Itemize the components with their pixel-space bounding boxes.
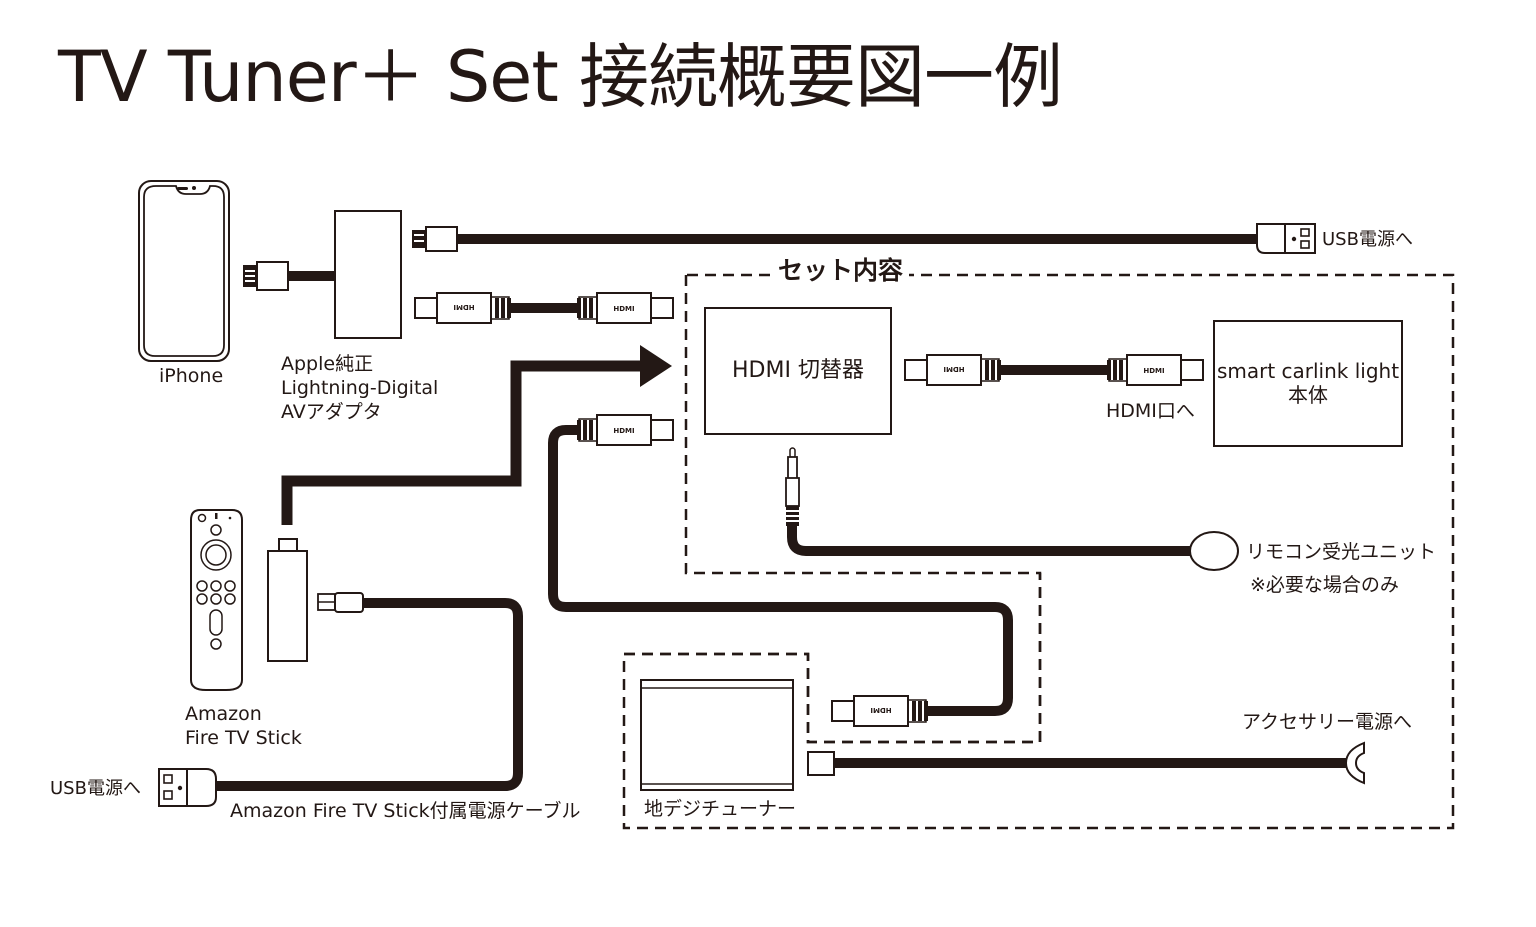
usb-power-label-bottom: USB電源へ <box>50 778 141 799</box>
hdmi-cable-adapter <box>414 292 674 324</box>
accessory-power-cable <box>807 741 1365 785</box>
hdmi-cable-tuner <box>548 414 1013 727</box>
tuner-illustration <box>640 679 794 791</box>
tuner-label: 地デジチューナー <box>644 798 797 820</box>
ir-receiver-cable <box>785 447 1239 571</box>
accessory-power-label: アクセサリー電源へ <box>1242 711 1413 733</box>
firetv-cable-label: Amazon Fire TV Stick付属電源ケーブル <box>230 800 581 822</box>
firetv-stick-illustration <box>267 538 308 662</box>
ir-receiver-label: リモコン受光ユニット <box>1246 541 1437 563</box>
firetv-power-cable <box>158 592 523 807</box>
arrow-head <box>640 345 672 387</box>
top-usb-cable <box>412 223 1316 254</box>
smart-carlink-box <box>1213 320 1403 447</box>
adapter-label-line3: AVアダプタ <box>281 401 382 423</box>
firetv-arrow <box>281 360 645 525</box>
hdmi-switcher-label: HDMI 切替器 <box>732 358 864 383</box>
firetv-remote-illustration <box>190 509 243 691</box>
hdmi-cable-switcher-carlink <box>904 354 1204 386</box>
iphone-illustration <box>138 180 230 362</box>
ir-receiver-note: ※必要な場合のみ <box>1250 574 1399 596</box>
smart-carlink-label-line2: 本体 <box>1288 383 1328 407</box>
adapter-label-line2: Lightning-Digital <box>281 377 439 399</box>
av-adapter-body <box>334 210 402 339</box>
lightning-connector <box>243 261 336 291</box>
page-title: TV Tuner＋ Set 接続概要図一例 <box>58 36 1063 118</box>
smart-carlink-label-line1: smart carlink light <box>1216 359 1400 383</box>
firetv-label-line1: Amazon <box>185 703 262 725</box>
ir-receiver <box>1189 531 1239 571</box>
hdmi-switcher-box <box>704 307 892 435</box>
tuner-dashed-box <box>624 573 1042 744</box>
adapter-label-line1: Apple純正 <box>281 353 374 375</box>
usb-power-label-top: USB電源へ <box>1322 229 1413 250</box>
hdmi-port-label: HDMI口へ <box>1106 400 1195 422</box>
firetv-label-line2: Fire TV Stick <box>185 727 302 749</box>
iphone-label: iPhone <box>159 365 224 387</box>
set-contents-label: セット内容 <box>772 257 910 285</box>
